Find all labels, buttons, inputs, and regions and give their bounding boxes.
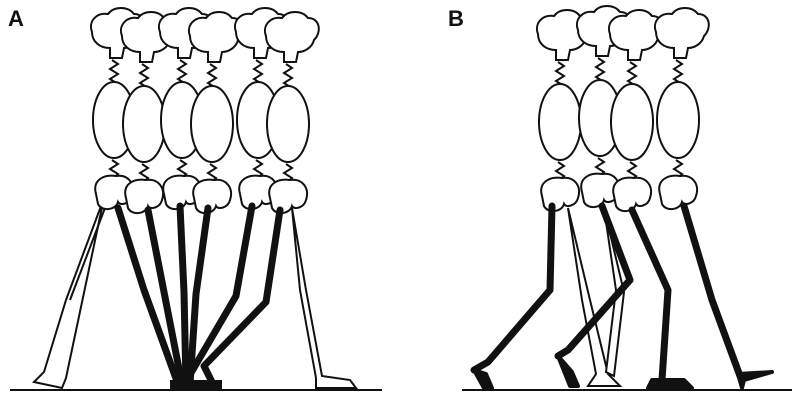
skeleton-body-a6 bbox=[265, 12, 319, 213]
solid-leg-b3 bbox=[632, 210, 668, 380]
foot-b2 bbox=[558, 356, 578, 386]
foot-b1 bbox=[474, 370, 492, 388]
solid-leg-b1 bbox=[474, 206, 552, 370]
outline-leg-a-left bbox=[34, 198, 104, 388]
solid-leg-a3 bbox=[180, 206, 186, 384]
outline-leg-a-right bbox=[292, 208, 356, 388]
foot-cluster-a bbox=[170, 380, 222, 390]
solid-leg-a1 bbox=[118, 208, 178, 384]
panel-a bbox=[34, 8, 356, 390]
foot-b3 bbox=[648, 380, 692, 388]
solid-leg-b4 bbox=[684, 206, 740, 376]
foot-b4 bbox=[738, 372, 772, 388]
panel-b bbox=[474, 6, 772, 388]
solid-leg-a6 bbox=[204, 210, 280, 386]
skeleton-body-b3 bbox=[609, 10, 663, 211]
skeleton-body-a4 bbox=[189, 12, 243, 213]
skeleton-body-b4 bbox=[655, 8, 709, 209]
